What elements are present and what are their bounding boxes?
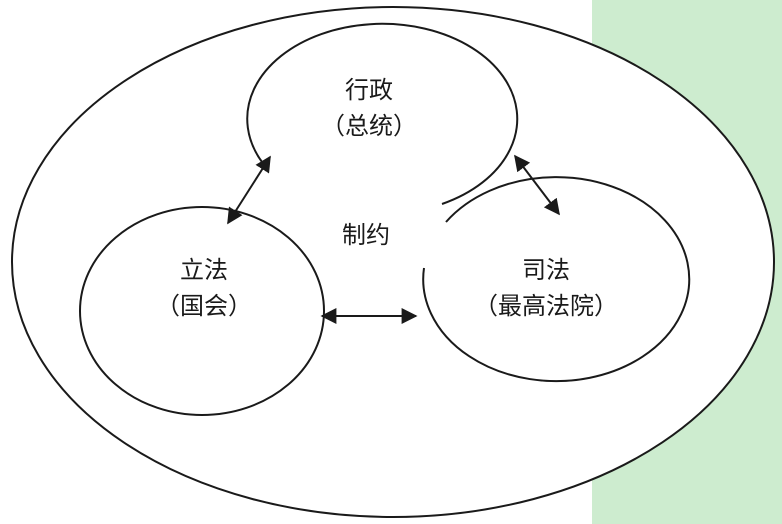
executive-circle — [246, 22, 519, 205]
center-label: 制约 — [342, 221, 390, 249]
executive-subtitle: （总统） — [321, 112, 417, 140]
executive-title: 行政 — [345, 76, 393, 104]
arrow-executive-legislative — [227, 155, 271, 225]
arrow-executive-judicial — [514, 154, 560, 216]
judicial-subtitle: （最高法院） — [474, 292, 618, 320]
legislative-title: 立法 — [180, 256, 228, 284]
judicial-title: 司法 — [522, 256, 570, 284]
outer-ellipse — [11, 6, 775, 518]
legislative-subtitle: （国会） — [156, 292, 252, 320]
